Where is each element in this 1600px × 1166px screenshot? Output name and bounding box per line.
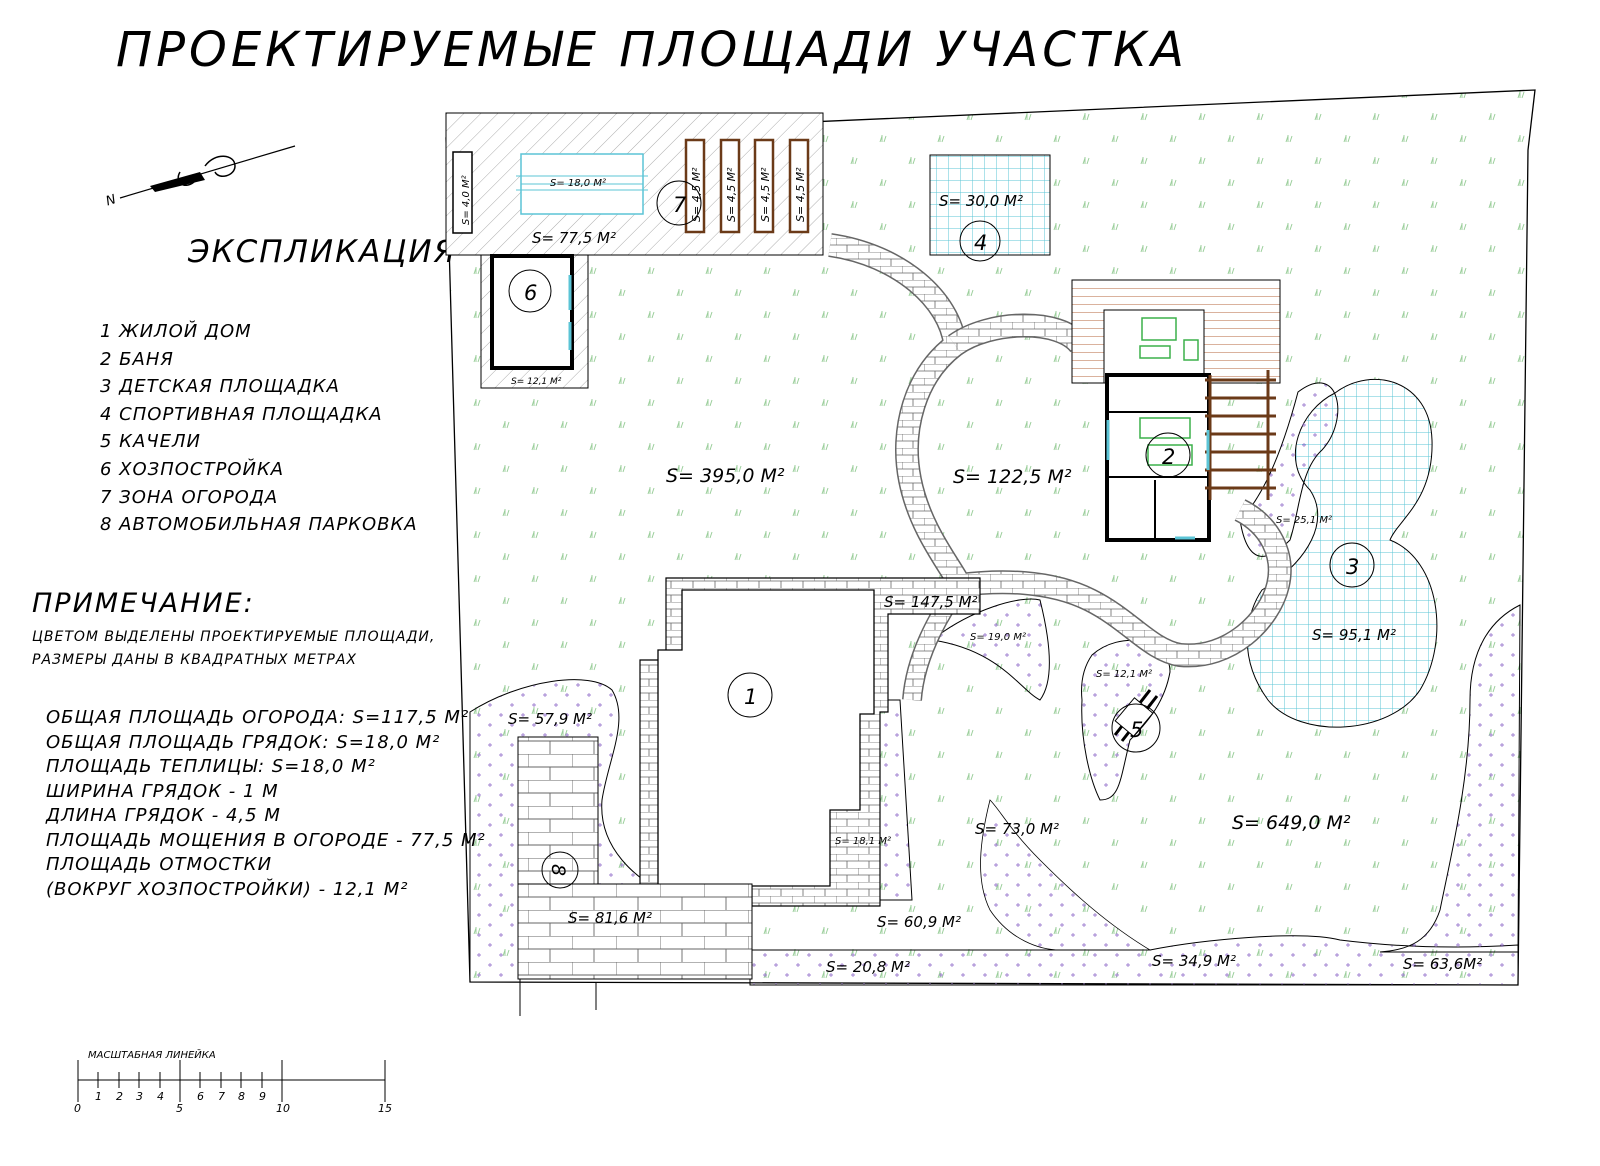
note-line: ЦВЕТОМ ВЫДЕЛЕНЫ ПРОЕКТИРУЕМЫЕ ПЛОЩАДИ,	[32, 629, 436, 645]
stat-line: ШИРИНА ГРЯДОК - 1 М	[46, 780, 279, 802]
bathhouse	[1071, 279, 1281, 542]
scale-bar-title: МАСШТАБНАЯ ЛИНЕЙКА	[88, 1048, 216, 1061]
note-heading: ПРИМЕЧАНИЕ:	[32, 588, 255, 619]
legend-item: 4 СПОРТИВНАЯ ПЛОЩАДКА	[100, 403, 383, 425]
area-label: S= 4,5 М²	[794, 167, 807, 222]
stat-line: ПЛОЩАДЬ МОЩЕНИЯ В ОГОРОДЕ - 77,5 М²	[46, 829, 486, 851]
svg-text:4: 4	[974, 231, 987, 255]
area-label: S= 20,8 М²	[826, 958, 910, 976]
area-label: S= 60,9 М²	[877, 913, 961, 931]
flowerbed	[980, 799, 1152, 951]
scale-tick: 5	[176, 1102, 183, 1115]
swing-icon	[1113, 689, 1159, 742]
stat-line: ДЛИНА ГРЯДОК - 4,5 М	[46, 805, 281, 826]
marker-6: 6	[508, 269, 552, 313]
flowerbed	[930, 598, 1050, 701]
stat-line: ПЛОЩАДЬ ОТМОСТКИ	[46, 854, 273, 875]
note-text: ЦВЕТОМ ВЫДЕЛЕНЫ ПРОЕКТИРУЕМЫЕ ПЛОЩАДИ, Р…	[32, 626, 435, 672]
legend-item: 2 БАНЯ	[100, 348, 174, 370]
legend-item: 1 ЖИЛОЙ ДОМ	[100, 321, 252, 342]
scale-tick: 9	[259, 1090, 266, 1103]
scale-tick: 4	[157, 1090, 164, 1103]
area-label: S= 30,0 М²	[939, 192, 1023, 210]
parking	[517, 736, 599, 898]
scale-bar: МАСШТАБНАЯ ЛИНЕЙКА 0 1 2 3 4 5 6 7 8 9 1…	[74, 1048, 392, 1115]
svg-text:5: 5	[1130, 718, 1143, 742]
stat-line: ОБЩАЯ ПЛОЩАДЬ ГРЯДОК: S=18,0 М²	[46, 731, 441, 753]
marker-3: 3	[1329, 542, 1375, 588]
area-label: S= 4,0 М²	[461, 175, 472, 225]
area-label: S= 19,0 М²	[970, 632, 1026, 643]
garden-bed	[753, 138, 775, 234]
area-label: S= 12,1 М²	[511, 377, 562, 387]
north-arrow-icon: N	[104, 145, 296, 209]
area-label: S= 12,1 М²	[1096, 669, 1152, 680]
scale-tick: 2	[116, 1090, 123, 1103]
sport-ground	[929, 154, 1051, 256]
scale-tick: 7	[218, 1090, 225, 1103]
area-label: S= 395,0 М²	[666, 465, 785, 487]
area-label: S= 649,0 М²	[1232, 812, 1351, 834]
svg-text:2: 2	[1162, 445, 1175, 469]
legend-item: 7 ЗОНА ОГОРОДА	[100, 486, 279, 508]
stat-line: ПЛОЩАДЬ ТЕПЛИЦЫ: S=18,0 М²	[46, 756, 376, 777]
area-label: S= 147,5 М²	[884, 593, 978, 611]
svg-text:1: 1	[744, 685, 757, 709]
svg-text:8: 8	[547, 864, 569, 876]
explication-list: 1 ЖИЛОЙ ДОМ 2 БАНЯ 3 ДЕТСКАЯ ПЛОЩАДКА 4 …	[100, 318, 418, 539]
area-label: S= 4,5 М²	[725, 167, 738, 222]
garden-bed	[719, 138, 741, 234]
scale-tick: 3	[136, 1090, 143, 1103]
scale-tick: 10	[276, 1102, 290, 1115]
area-label: S= 25,1 М²	[1276, 515, 1332, 526]
note-line: РАЗМЕРЫ ДАНЫ В КВАДРАТНЫХ МЕТРАХ	[32, 652, 358, 668]
legend-item: 6 ХОЗПОСТРОЙКА	[100, 458, 285, 480]
compost-box	[452, 151, 473, 234]
area-label: S= 18,0 М²	[550, 178, 606, 189]
garden-bed	[684, 138, 706, 234]
area-label: S= 4,5 М²	[690, 167, 703, 222]
svg-text:6: 6	[524, 281, 537, 305]
area-label: S= 34,9 М²	[1152, 952, 1236, 970]
scale-tick: 8	[238, 1090, 245, 1103]
legend-item: 3 ДЕТСКАЯ ПЛОЩАДКА	[100, 376, 340, 398]
explication-heading: ЭКСПЛИКАЦИЯ	[188, 234, 458, 270]
garden-bed	[788, 138, 810, 234]
marker-2: 2	[1145, 432, 1191, 478]
area-label: S= 57,9 М²	[508, 710, 592, 728]
stat-line: ОБЩАЯ ПЛОЩАДЬ ОГОРОДА: S=117,5 М²	[46, 707, 470, 728]
area-label: S= 4,5 М²	[759, 167, 772, 222]
stats-list: ОБЩАЯ ПЛОЩАДЬ ОГОРОДА: S=117,5 М² ОБЩАЯ …	[46, 706, 486, 902]
area-label: S= 77,5 М²	[532, 229, 616, 247]
house	[657, 589, 875, 887]
north-label: N	[104, 192, 118, 209]
marker-5: 5	[1111, 703, 1161, 753]
area-label: S= 81,6 М²	[568, 909, 652, 927]
parking	[517, 883, 753, 980]
area-label: S= 63,6М²	[1403, 955, 1482, 973]
marker-8: 8	[541, 851, 579, 889]
scale-tick: 15	[378, 1102, 392, 1115]
legend-item: 8 АВТОМОБИЛЬНАЯ ПАРКОВКА	[100, 514, 418, 536]
marker-4: 4	[959, 220, 1001, 262]
area-label: S= 18,1 М²	[835, 836, 891, 847]
area-label: S= 73,0 М²	[975, 820, 1059, 838]
page-title: ПРОЕКТИРУЕМЫЕ ПЛОЩАДИ УЧАСТКА	[116, 22, 1188, 78]
svg-text:7: 7	[673, 193, 687, 217]
scale-tick: 6	[197, 1090, 204, 1103]
area-label: S= 122,5 М²	[953, 466, 1072, 488]
stat-line: (ВОКРУГ ХОЗПОСТРОЙКИ) - 12,1 М²	[46, 878, 409, 900]
scale-tick: 1	[95, 1090, 102, 1103]
legend-item: 5 КАЧЕЛИ	[100, 431, 201, 453]
marker-7: 7	[656, 180, 702, 226]
area-label: S= 95,1 М²	[1312, 626, 1396, 644]
svg-text:3: 3	[1346, 555, 1359, 579]
marker-1: 1	[727, 672, 773, 718]
playground	[1246, 378, 1438, 728]
scale-tick: 0	[74, 1102, 81, 1115]
flowerbed	[1379, 604, 1521, 953]
